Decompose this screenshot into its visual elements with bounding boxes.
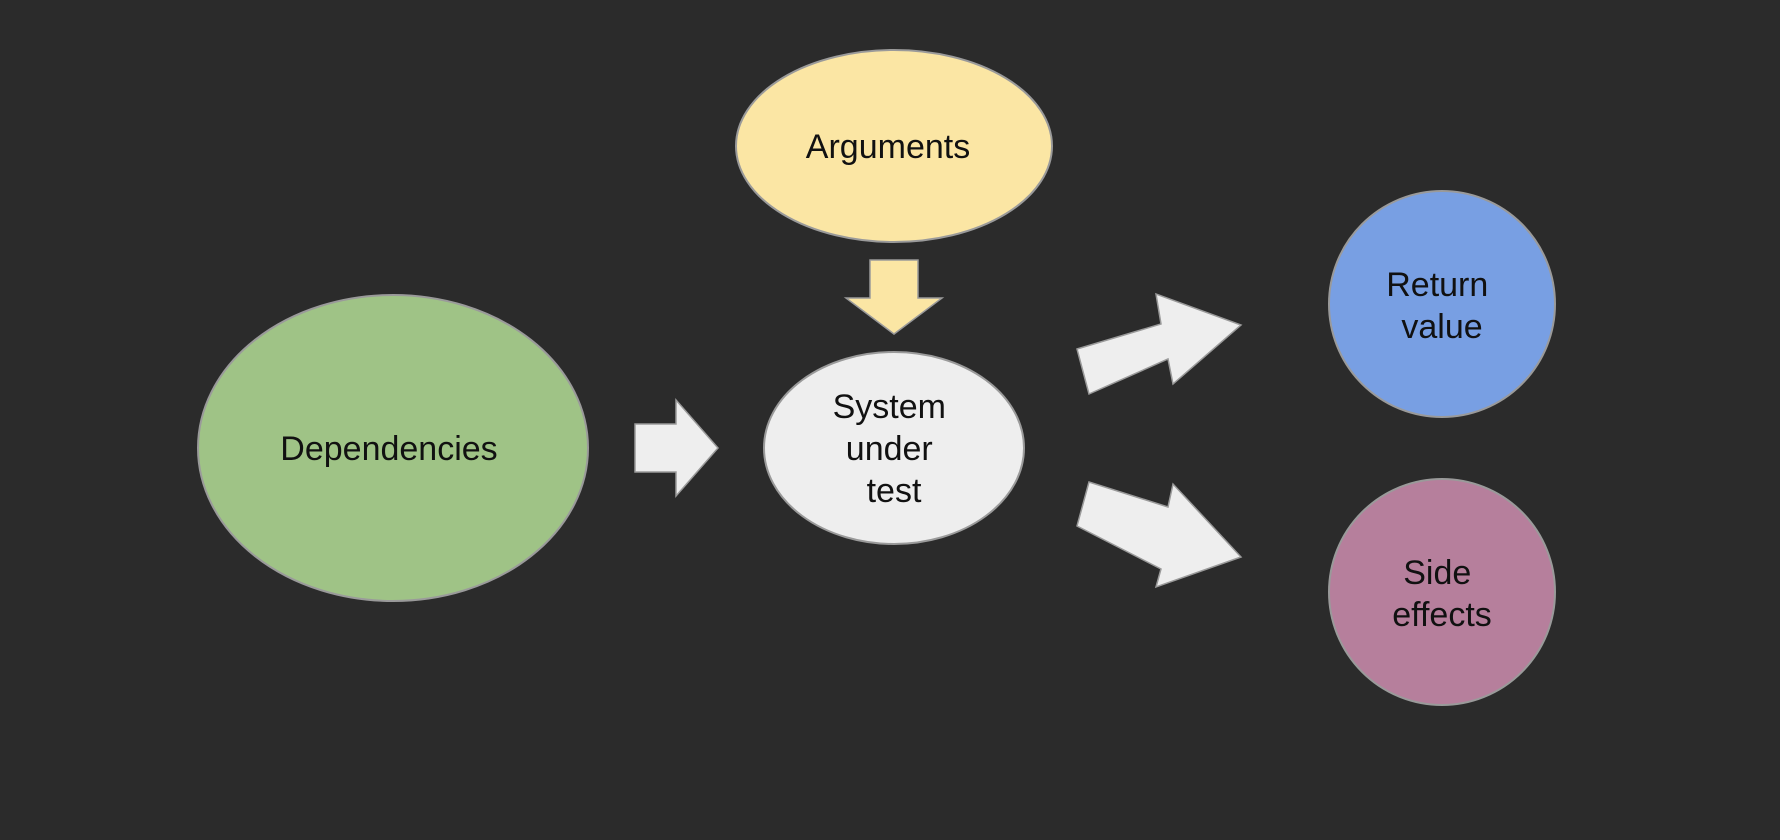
arguments-node: Arguments (735, 49, 1053, 243)
dependencies-label: Dependencies (280, 430, 497, 468)
dependencies-ellipse (197, 294, 589, 602)
dependencies-to-system-arrow (634, 398, 719, 498)
arguments-to-system-arrow (843, 259, 945, 335)
side-effects-line-1: Side (1403, 554, 1471, 592)
system-under-test-label: System under test (833, 388, 956, 510)
return-value-label: Return value (1386, 266, 1498, 346)
dependencies-node: Dependencies (197, 294, 589, 602)
system-to-return-value-arrow (1076, 292, 1243, 396)
side-effects-line-2: effects (1392, 596, 1492, 634)
return-value-line-2: value (1401, 308, 1482, 346)
system-under-test-line-2: under (846, 430, 933, 468)
system-under-test-node: System under test (763, 351, 1025, 545)
system-under-test-ellipse (763, 351, 1025, 545)
side-effects-node: Side effects (1328, 478, 1556, 706)
system-under-test-line-3: test (867, 472, 922, 510)
return-value-line-1: Return (1386, 266, 1488, 304)
return-value-node: Return value (1328, 190, 1556, 418)
arguments-ellipse (735, 49, 1053, 243)
side-effects-circle (1328, 478, 1556, 706)
system-under-test-line-1: System (833, 388, 946, 426)
arguments-label: Arguments (806, 128, 970, 166)
system-to-side-effects-arrow (1076, 481, 1243, 589)
return-value-circle (1328, 190, 1556, 418)
side-effects-label: Side effects (1392, 554, 1492, 634)
